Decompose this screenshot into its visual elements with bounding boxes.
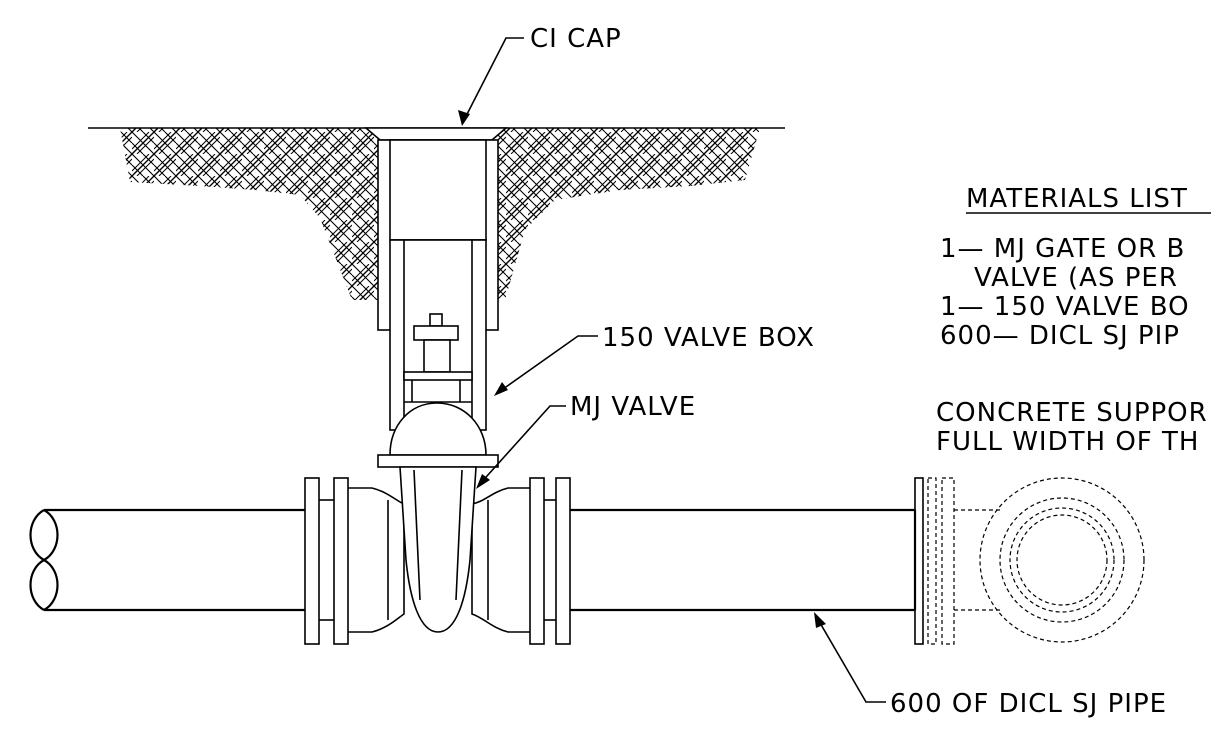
materials-line: 600— DICL SJ PIP	[940, 321, 1180, 351]
label-valve-box: 150 VALVE BOX	[602, 323, 815, 353]
label-pipe: 600 OF DICL SJ PIPE	[890, 689, 1167, 719]
materials-title: MATERIALS LIST	[966, 184, 1188, 214]
mj-valve-body	[377, 402, 499, 633]
leader-ci-cap	[458, 37, 524, 126]
valve-box	[363, 127, 509, 431]
pipe-right	[568, 508, 917, 612]
materials-list: MATERIALS LIST 1— MJ GATE OR B VALVE (AS…	[940, 184, 1211, 351]
materials-line: 1— 150 VALVE BO	[940, 292, 1190, 322]
leader-valve-box	[494, 335, 598, 396]
materials-line: VALVE (AS PER	[974, 263, 1178, 293]
note-line: CONCRETE SUPPOR	[936, 398, 1208, 428]
note-line: FULL WIDTH OF TH	[936, 427, 1199, 457]
materials-line: 1— MJ GATE OR B	[940, 234, 1185, 264]
pipe-left	[29, 508, 305, 612]
leader-pipe	[814, 612, 886, 703]
soil-backfill	[120, 128, 760, 300]
label-ci-cap: CI CAP	[530, 24, 622, 54]
pipe-flanges	[304, 477, 571, 645]
leader-mj-valve	[476, 405, 566, 489]
valve-stem	[403, 313, 473, 403]
concrete-support-note: CONCRETE SUPPOR FULL WIDTH OF TH	[936, 398, 1208, 457]
pipe-end-view	[914, 477, 1145, 645]
label-mj-valve: MJ VALVE	[570, 392, 696, 422]
